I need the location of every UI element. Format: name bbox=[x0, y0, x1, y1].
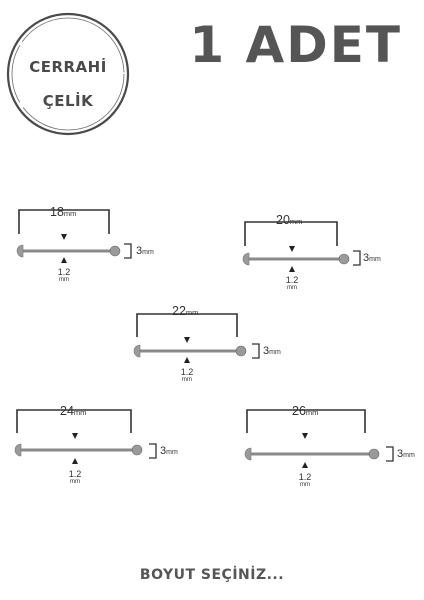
ball-size-label: 3mm bbox=[363, 252, 381, 264]
length-label: 26mm bbox=[292, 404, 319, 418]
quantity-headline: 1 ADET bbox=[189, 16, 402, 74]
surgical-steel-badge: CERRAHİ ÇELİK bbox=[2, 8, 130, 136]
length-label: 24mm bbox=[60, 404, 87, 418]
length-label: 18mm bbox=[50, 205, 77, 219]
ball-size-label: 3mm bbox=[397, 448, 415, 460]
barbell-icon bbox=[16, 209, 132, 263]
badge-circle-icon bbox=[6, 12, 130, 136]
barbell-icon bbox=[242, 221, 361, 272]
ball-size-label: 3mm bbox=[263, 345, 281, 357]
badge-line-2: ÇELİK bbox=[42, 92, 94, 110]
select-size-caption: BOYUT SEÇİNİZ... bbox=[139, 567, 285, 583]
ball-size-label: 3mm bbox=[136, 245, 154, 257]
length-label: 22mm bbox=[172, 304, 199, 318]
length-label: 20mm bbox=[276, 213, 303, 227]
ball-size-label: 3mm bbox=[160, 445, 178, 457]
badge-line-1: CERRAHİ bbox=[29, 58, 107, 76]
barbell-icon bbox=[133, 313, 260, 363]
barbell-icon bbox=[14, 409, 157, 464]
barbell-icon bbox=[244, 409, 394, 468]
